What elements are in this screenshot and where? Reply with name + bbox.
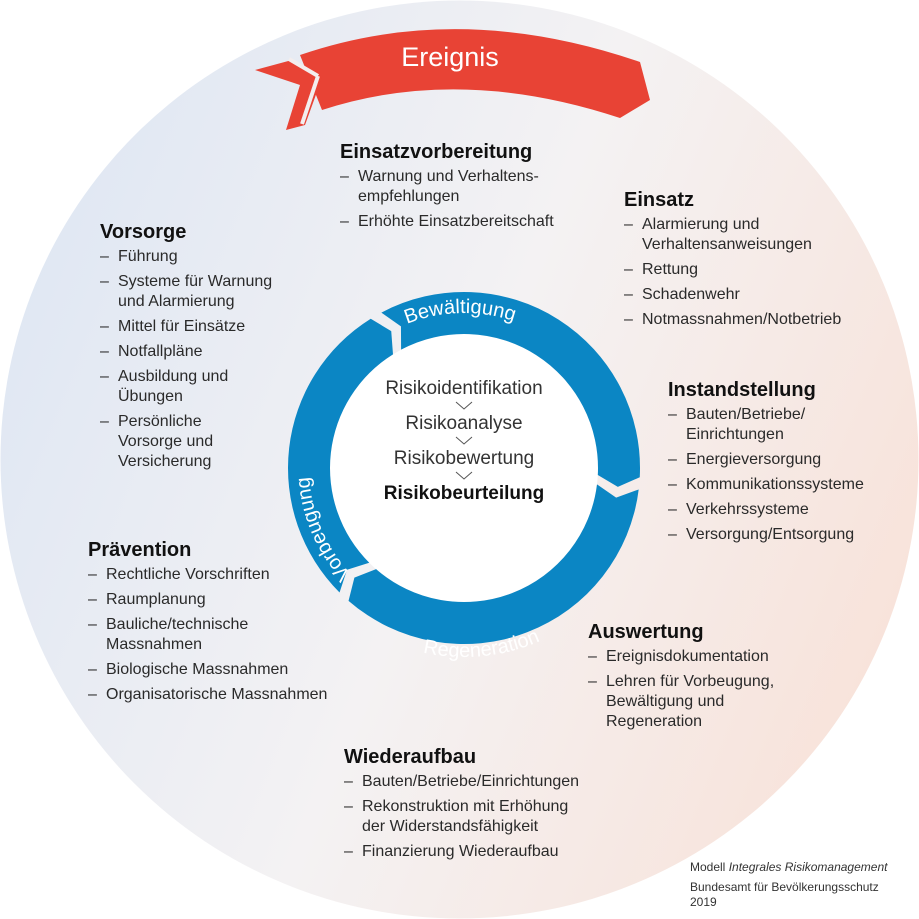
ring-segment-vorbeugung xyxy=(287,318,393,593)
event-banner: Ereignis xyxy=(255,29,650,130)
credit-year: 2019 xyxy=(690,895,717,909)
list-item: Rekonstruktion mit Erhöhung der Widersta… xyxy=(344,797,579,837)
block-list: Alarmierung und VerhaltensanweisungenRet… xyxy=(624,215,841,330)
list-item: Kommunikationssysteme xyxy=(668,475,864,495)
block-praevention: PräventionRechtliche VorschriftenRaumpla… xyxy=(88,539,327,710)
list-item: Raumplanung xyxy=(88,590,327,610)
list-item: Rechtliche Vorschriften xyxy=(88,565,327,585)
block-title: Wiederaufbau xyxy=(344,746,477,768)
list-item: Lehren für Vorbeugung, Bewältigung und R… xyxy=(588,672,774,732)
block-einsatz: EinsatzAlarmierung und Verhaltensanweisu… xyxy=(624,189,841,335)
event-banner-band xyxy=(300,29,650,118)
block-title: Instandstellung xyxy=(668,379,816,401)
list-item: Ereignisdokumentation xyxy=(588,647,774,667)
list-item: Ausbildung und Übungen xyxy=(100,367,272,407)
ring-segment-bewaeltigung xyxy=(381,292,641,487)
step-risk-identification: Risikoidentifikation xyxy=(385,378,543,399)
credit-model-line: Modell Integrales Risikomanagement xyxy=(690,860,887,875)
block-vorsorge: VorsorgeFührungSysteme für Warnung und A… xyxy=(100,221,272,477)
block-title: Auswertung xyxy=(588,621,704,643)
list-item: Systeme für Warnung und Alarmierung xyxy=(100,272,272,312)
block-wiederaufbau: WiederaufbauBauten/Betriebe/Einrichtunge… xyxy=(344,746,579,867)
list-item: Warnung und Verhaltens- empfehlungen xyxy=(340,167,554,207)
credit-model-prefix: Modell xyxy=(690,860,726,874)
list-item: Notmassnahmen/Notbetrieb xyxy=(624,310,841,330)
block-auswertung: AuswertungEreignisdokumentationLehren fü… xyxy=(588,621,774,737)
ring-segment-regeneration xyxy=(348,484,639,644)
block-list: Bauten/Betriebe/ EinrichtungenEnergiever… xyxy=(668,405,864,545)
list-item: Verkehrssysteme xyxy=(668,500,864,520)
list-item: Führung xyxy=(100,247,272,267)
list-item: Alarmierung und Verhaltensanweisungen xyxy=(624,215,841,255)
block-title: Vorsorge xyxy=(100,221,187,243)
list-item: Organisatorische Massnahmen xyxy=(88,685,327,705)
chevron-down-icon xyxy=(455,436,473,445)
chevron-divider xyxy=(287,57,320,78)
chevron-down-icon xyxy=(455,471,473,480)
block-list: FührungSysteme für Warnung und Alarmieru… xyxy=(100,247,272,472)
ring-segments xyxy=(287,292,641,644)
block-list: Rechtliche VorschriftenRaumplanungBaulic… xyxy=(88,565,327,705)
block-list: Warnung und Verhaltens- empfehlungenErhö… xyxy=(340,167,554,232)
credit: Modell Integrales Risikomanagement Bunde… xyxy=(690,860,887,910)
event-label: Ereignis xyxy=(401,42,499,72)
credit-publisher: Bundesamt für Bevölkerungsschutz xyxy=(690,880,879,894)
list-item: Bauliche/technische Massnahmen xyxy=(88,615,327,655)
list-item: Bauten/Betriebe/Einrichtungen xyxy=(344,772,579,792)
credit-model-name: Integrales Risikomanagement xyxy=(728,860,888,874)
list-item: Rettung xyxy=(624,260,841,280)
chevron-divider xyxy=(300,75,320,125)
list-item: Mittel für Einsätze xyxy=(100,317,272,337)
block-list: EreignisdokumentationLehren für Vorbeugu… xyxy=(588,647,774,732)
list-item: Schadenwehr xyxy=(624,285,841,305)
block-title: Einsatzvorbereitung xyxy=(340,141,533,163)
block-list: Bauten/Betriebe/EinrichtungenRekonstrukt… xyxy=(344,772,579,862)
step-risk-evaluation: Risikobewertung xyxy=(393,448,535,469)
risk-assessment-steps: Risikoidentifikation Risikoanalyse Risik… xyxy=(334,378,594,505)
list-item: Notfallpläne xyxy=(100,342,272,362)
list-item: Bauten/Betriebe/ Einrichtungen xyxy=(668,405,864,445)
chevron-down-icon xyxy=(455,401,473,410)
block-title: Einsatz xyxy=(624,189,695,211)
list-item: Energieversorgung xyxy=(668,450,864,470)
list-item: Finanzierung Wiederaufbau xyxy=(344,842,579,862)
block-einsatzvorbereitung: EinsatzvorbereitungWarnung und Verhalten… xyxy=(340,141,554,237)
block-instandstellung: InstandstellungBauten/Betriebe/ Einricht… xyxy=(668,379,864,550)
block-title: Prävention xyxy=(88,539,192,561)
step-risk-analysis: Risikoanalyse xyxy=(405,413,523,434)
list-item: Biologische Massnahmen xyxy=(88,660,327,680)
list-item: Versorgung/Entsorgung xyxy=(668,525,864,545)
center-circle xyxy=(330,334,598,602)
list-item: Erhöhte Einsatzbereitschaft xyxy=(340,212,554,232)
list-item: Persönliche Vorsorge und Versicherung xyxy=(100,412,272,472)
step-risk-assessment: Risikobeurteilung xyxy=(383,483,545,504)
